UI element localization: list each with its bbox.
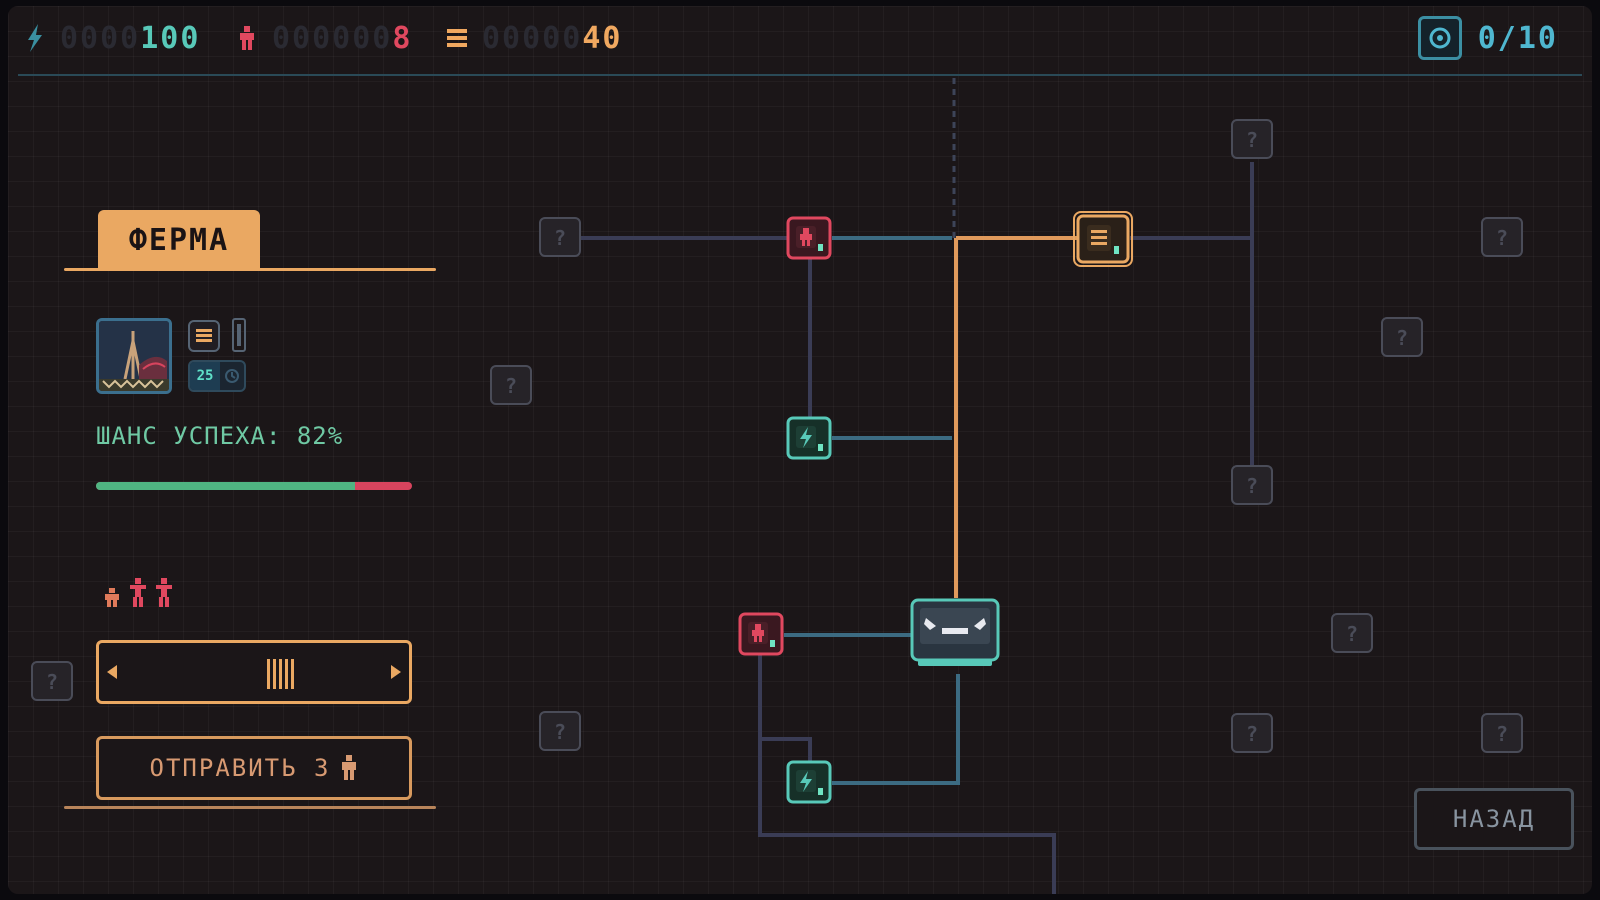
svg-text:?: ? <box>505 374 517 398</box>
slider-handle[interactable] <box>267 659 294 689</box>
resource-level-bar <box>232 318 246 352</box>
person-icon <box>234 23 260 53</box>
people-node <box>738 612 784 656</box>
svg-text:?: ? <box>1396 326 1408 350</box>
location-portrait <box>96 318 172 394</box>
energy-node <box>786 416 832 460</box>
svg-text:?: ? <box>554 720 566 744</box>
crew-icons <box>102 578 174 608</box>
unknown-node: ? <box>1331 613 1373 653</box>
unknown-node: ? <box>1231 713 1273 753</box>
person-icon <box>800 228 812 246</box>
panel-title: ФЕРМА <box>98 210 260 270</box>
duration-badge: 25 <box>188 360 246 392</box>
person-icon <box>105 588 119 607</box>
svg-text:?: ? <box>1246 722 1258 746</box>
lightning-icon <box>800 771 812 792</box>
lightning-icon <box>800 427 812 448</box>
selected-path <box>954 236 1078 598</box>
inactive-paths <box>578 162 1254 894</box>
back-button[interactable]: НАЗАД <box>1414 788 1574 850</box>
svg-text:?: ? <box>1496 226 1508 250</box>
success-chance-fill <box>96 482 356 490</box>
unknown-node: ? <box>1231 119 1273 159</box>
base-icon <box>924 618 986 634</box>
base-node <box>910 598 1000 666</box>
people-node <box>786 216 832 260</box>
success-chance-bar <box>96 482 412 490</box>
person-icon <box>156 578 172 607</box>
unknown-node: ? <box>1381 317 1423 357</box>
svg-text:?: ? <box>46 670 58 694</box>
send-button[interactable]: ОТПРАВИТЬ 3 <box>96 736 412 800</box>
active-paths <box>784 236 960 785</box>
person-icon <box>342 755 357 780</box>
panel-divider <box>64 268 436 271</box>
svg-text:?: ? <box>554 226 566 250</box>
unknown-node: ? <box>31 661 73 701</box>
cycle-counter: 0/10 <box>1417 16 1558 60</box>
map-graph: ? ? ? ? ? ? ? ? ? ? ? <box>31 78 1523 894</box>
food-icon <box>1091 230 1107 245</box>
svg-text:?: ? <box>1246 128 1258 152</box>
clock-icon <box>220 368 244 384</box>
game-screen: ? ? ? ? ? ? ? ? ? ? ? <box>8 6 1592 894</box>
success-chance-label: ШАНС УСПЕХА: 82% <box>96 422 344 450</box>
panel-bottom-divider <box>64 806 436 809</box>
food-node-selected <box>1073 211 1133 267</box>
arrow-right-icon[interactable] <box>391 665 401 679</box>
food-resource-icon <box>188 320 220 352</box>
lightning-icon <box>22 23 48 53</box>
unknown-node: ? <box>1481 217 1523 257</box>
unknown-nodes: ? ? ? ? ? ? ? ? ? ? ? <box>31 119 1523 753</box>
unknown-node: ? <box>539 217 581 257</box>
svg-text:?: ? <box>1496 722 1508 746</box>
arrow-left-icon[interactable] <box>107 665 117 679</box>
location-panel: ФЕРМА 25 ШАНС УСПЕХА: 82% <box>64 202 436 812</box>
energy-node <box>786 760 832 804</box>
topbar-divider <box>18 74 1582 76</box>
crew-count-slider[interactable] <box>96 640 412 704</box>
person-icon <box>130 578 146 607</box>
unknown-node: ? <box>490 365 532 405</box>
unknown-node: ? <box>1231 465 1273 505</box>
unknown-node: ? <box>1481 713 1523 753</box>
food-icon <box>444 23 470 53</box>
unknown-node: ? <box>539 711 581 751</box>
cycle-icon <box>1417 16 1462 60</box>
svg-text:?: ? <box>1346 622 1358 646</box>
person-icon <box>752 624 764 642</box>
svg-text:?: ? <box>1246 474 1258 498</box>
